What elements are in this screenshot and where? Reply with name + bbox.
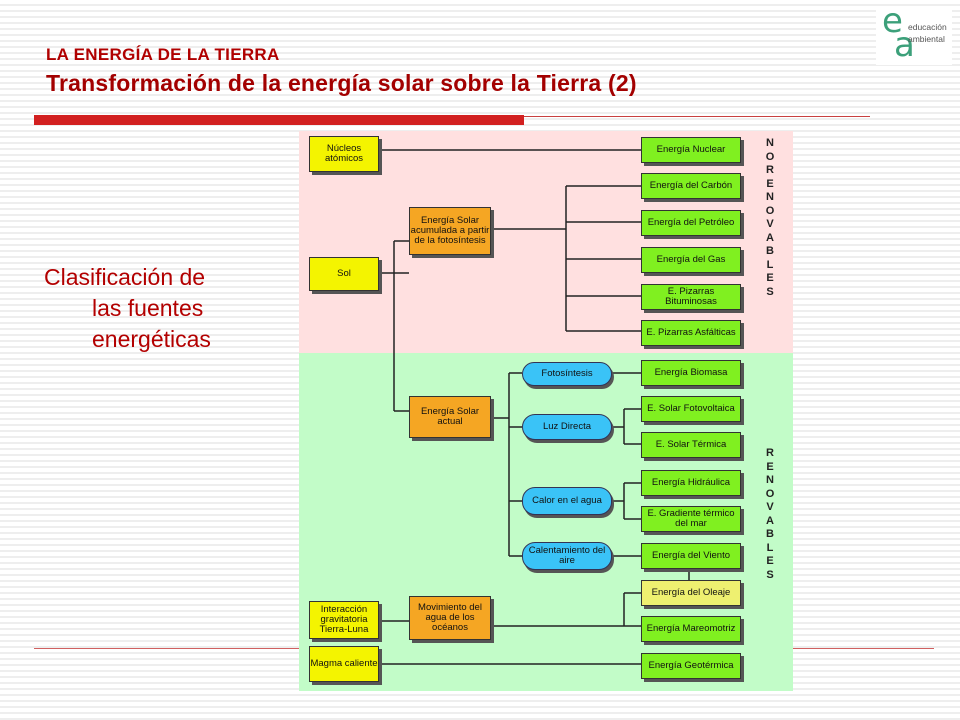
side-caption-line3: energéticas [92,326,211,352]
side-caption-line2: las fuentes [92,295,204,321]
process-calentamiento-aire: Calentamiento del aire [522,542,612,570]
intermediate-movimiento-agua: Movimiento del agua de los océanos [409,596,491,640]
title-underline [524,116,870,117]
logo-e-glyph: e [882,1,903,41]
source-magma-caliente: Magma caliente [309,646,379,682]
output-energia-oleaje: Energía del Oleaje [641,580,741,606]
intermediate-solar-acumulada: Energía Solar acumulada a partir de la f… [409,207,491,255]
source-sol: Sol [309,257,379,291]
output-energia-mareomotriz: Energía Mareomotriz [641,616,741,642]
output-gradiente-termico: E. Gradiente térmico del mar [641,506,741,532]
title-accent-bar [34,115,524,125]
energy-diagram: Núcleos atómicos Sol Interacción gravita… [299,131,793,691]
output-energia-geotermica: Energía Geotérmica [641,653,741,679]
page-title: Transformación de la energía solar sobre… [46,70,637,96]
logo-a-glyph: a [894,25,915,65]
output-energia-viento: Energía del Viento [641,543,741,569]
output-solar-fotovoltaica: E. Solar Fotovoltaica [641,396,741,422]
side-caption-line1: Clasificación de [44,264,206,290]
output-energia-gas: Energía del Gas [641,247,741,273]
label-no-renovables: NO RENOVABLES [765,137,775,298]
output-energia-biomasa: Energía Biomasa [641,360,741,386]
source-nucleos-atomicos: Núcleos atómicos [309,136,379,172]
output-solar-termica: E. Solar Térmica [641,432,741,458]
side-caption: Clasificación de las fuentes energéticas [44,262,211,355]
output-pizarras-asfalticas: E. Pizarras Asfálticas [641,320,741,346]
label-renovables: RENOVABLES [765,447,775,581]
logo-text-line2: ambiental [908,34,945,44]
process-fotosintesis: Fotosíntesis [522,362,612,386]
non-renewable-zone [299,131,793,353]
logo-text-line1: educación [908,22,947,32]
process-calor-agua: Calor en el agua [522,487,612,515]
output-energia-petroleo: Energía del Petróleo [641,210,741,236]
connector-lines [379,149,690,665]
process-luz-directa: Luz Directa [522,414,612,440]
output-energia-hidraulica: Energía Hidráulica [641,470,741,496]
source-interaccion-gravitatoria: Interacción gravitatoria Tierra-Luna [309,601,379,639]
intermediate-solar-actual: Energía Solar actual [409,396,491,438]
header-kicker: LA ENERGÍA DE LA TIERRA [46,45,280,64]
output-pizarras-bituminosas: E. Pizarras Bituminosas [641,284,741,310]
output-energia-carbon: Energía del Carbón [641,173,741,199]
logo: e a educación ambiental [876,1,952,65]
output-energia-nuclear: Energía Nuclear [641,137,741,163]
